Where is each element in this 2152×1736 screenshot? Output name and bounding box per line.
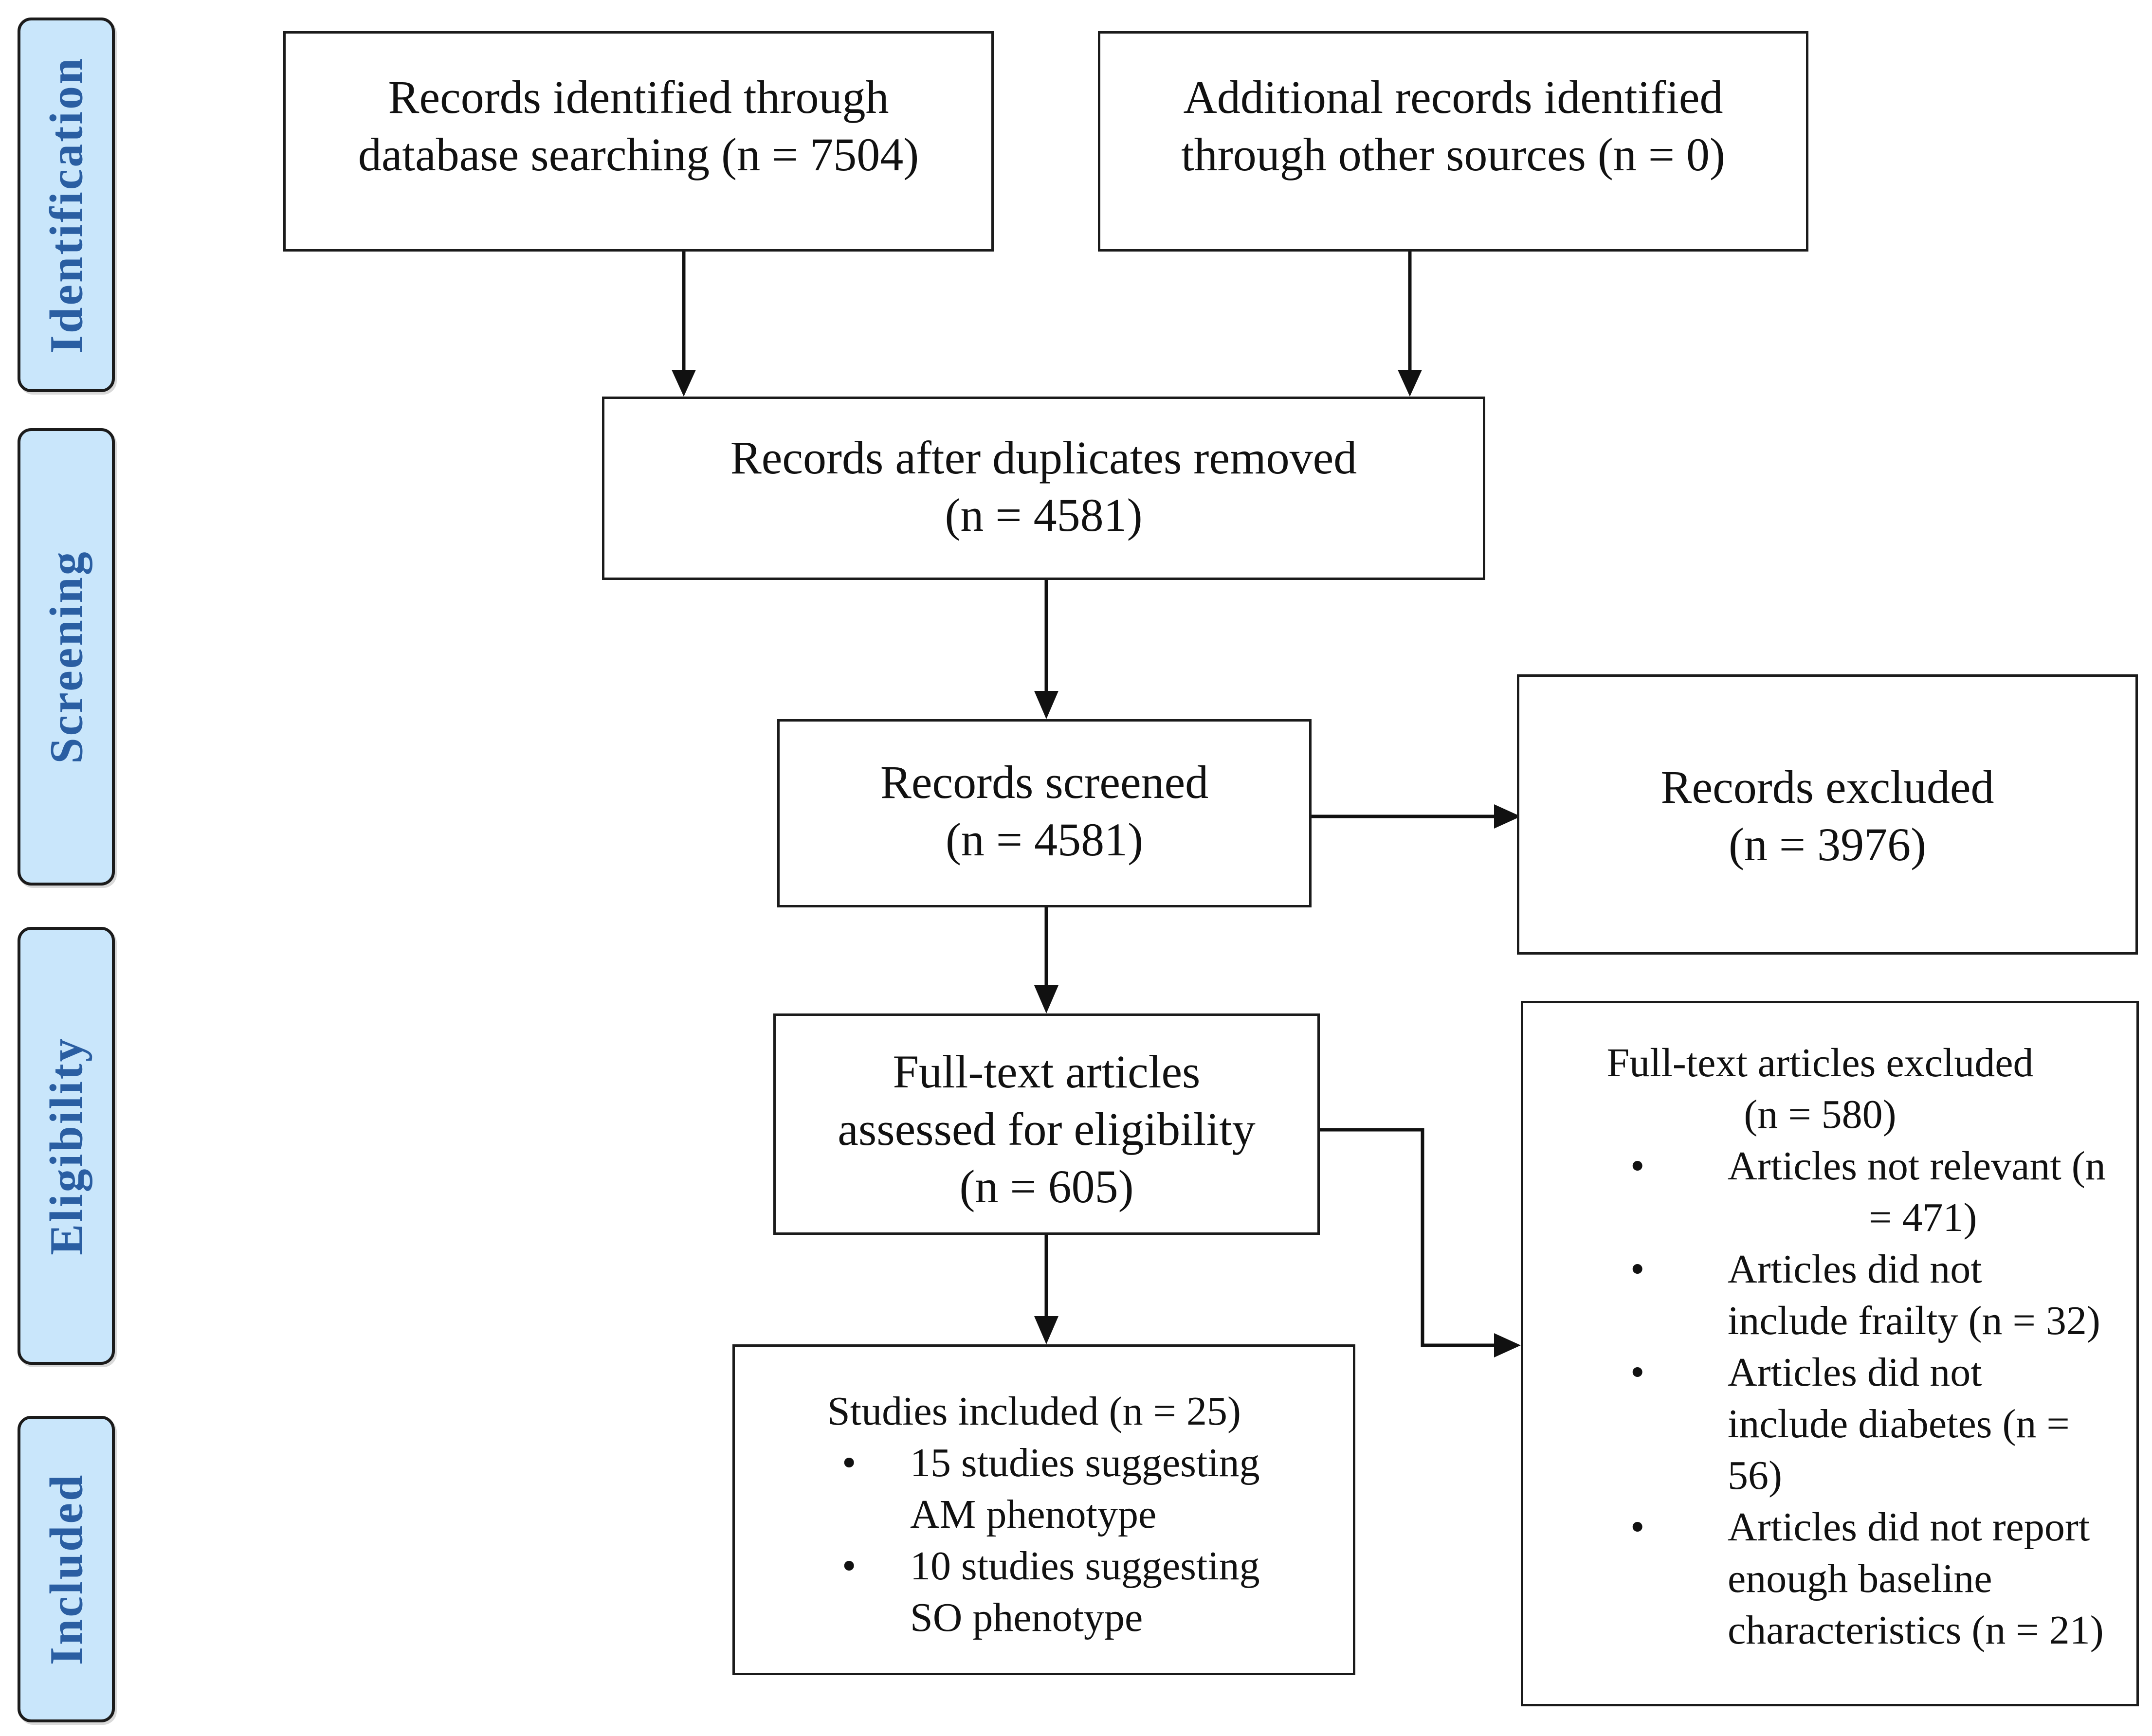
list-item: 15 studies suggesting AM phenotype (735, 1437, 1333, 1540)
box-text-line: Records after duplicates removed (730, 432, 1357, 484)
box-fulltext-assessed: Full-text articles assessed for eligibil… (773, 1013, 1320, 1235)
phase-eligibility: Eligibility (18, 927, 115, 1365)
list-item: Articles did not include diabetes (n = 5… (1523, 1347, 2117, 1501)
box-text-line: through other sources (n = 0) (1181, 128, 1725, 181)
list-item: 10 studies suggesting SO phenotype (735, 1540, 1333, 1644)
arrowhead (1034, 985, 1058, 1013)
box-fulltext-excluded: Full-text articles excluded (n = 580) Ar… (1521, 1001, 2139, 1706)
box-text-line: Records screened (880, 756, 1209, 808)
arrowhead (1494, 1333, 1521, 1357)
box-records-excluded: Records excluded (n = 3976) (1517, 674, 2138, 955)
included-studies-list: 15 studies suggesting AM phenotype 10 st… (735, 1437, 1333, 1644)
box-text-line: Additional records identified (1183, 71, 1723, 123)
list-item: Articles did not include frailty (n = 32… (1523, 1244, 2117, 1347)
box-heading-count: (n = 580) (1744, 1092, 1897, 1137)
box-after-duplicates: Records after duplicates removed (n = 45… (602, 397, 1485, 580)
list-item: Articles did not report enough baseline … (1523, 1501, 2117, 1656)
box-records-screened: Records screened (n = 4581) (777, 719, 1312, 907)
phase-included: Included (18, 1416, 115, 1722)
arrow-fulltext-to-fulltext-excluded (1320, 1128, 1494, 1347)
phase-identification: Identification (18, 18, 115, 392)
box-text-line: Full-text articles (893, 1046, 1201, 1098)
box-studies-included: Studies included (n = 25) 15 studies sug… (732, 1344, 1355, 1675)
box-text-line: Records excluded (1660, 761, 1994, 813)
box-other-sources: Additional records identified through ot… (1098, 31, 1808, 252)
box-heading: Full-text articles excluded (1606, 1040, 2034, 1085)
arrowhead (1034, 1316, 1058, 1344)
exclusion-reasons-list: Articles not relevant (n = 471) Articles… (1523, 1140, 2117, 1656)
box-text-line: (n = 4581) (945, 814, 1144, 866)
box-database-records: Records identified through database sear… (283, 31, 994, 252)
box-text-line: (n = 605) (959, 1160, 1134, 1212)
arrowhead (672, 370, 696, 397)
arrowhead (1398, 370, 1422, 397)
box-text-line: database searching (n = 7504) (358, 128, 919, 181)
box-text-line: (n = 4581) (945, 489, 1143, 541)
list-item: Articles not relevant (n = 471) (1523, 1140, 2117, 1244)
box-text-line: (n = 3976) (1728, 818, 1927, 870)
phase-screening: Screening (18, 428, 115, 886)
arrowhead (1034, 691, 1058, 719)
box-heading: Studies included (n = 25) (827, 1389, 1241, 1434)
box-text-line: assessed for eligibility (838, 1103, 1256, 1155)
arrowhead (1494, 804, 1521, 829)
box-text-line: Records identified through (388, 71, 889, 123)
